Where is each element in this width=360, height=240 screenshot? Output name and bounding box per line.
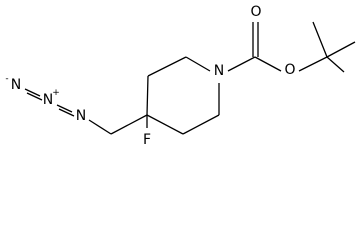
bond-tbutyl-methyl-down xyxy=(326,56,345,73)
ring-bond-c5-c6 xyxy=(182,114,220,135)
azide-double-bond-1a xyxy=(56,104,73,113)
ring-bond-n-c2 xyxy=(185,56,211,72)
azide-n1-negative-charge: - xyxy=(5,74,8,84)
chemical-structure-diagram: O O N F N N N - + xyxy=(5,4,356,148)
azide-double-bond-1b xyxy=(58,108,75,117)
ring-nitrogen-label: N xyxy=(214,63,224,79)
carbonyl-oxygen-label: O xyxy=(250,4,261,20)
bond-ester-oxygen-tbutyl xyxy=(298,56,328,72)
ester-oxygen-label: O xyxy=(284,62,295,78)
azide-double-bond-2b xyxy=(26,92,43,101)
bond-c4-methylene xyxy=(110,114,148,135)
azide-n2-label: N xyxy=(43,92,53,108)
ring-bond-c2-c3 xyxy=(147,56,187,77)
fluorine-label: F xyxy=(143,132,151,148)
ring-bond-c3-c4 xyxy=(146,75,149,116)
azide-n2-positive-charge: + xyxy=(52,88,60,98)
ring-bond-c4-c5 xyxy=(146,114,184,135)
bond-n-carbonyl-carbon xyxy=(227,56,256,72)
azide-n3-label: N xyxy=(76,108,86,124)
bond-tbutyl-methyl-right xyxy=(326,41,356,58)
bond-tbutyl-methyl-up xyxy=(312,21,328,58)
azide-double-bond-2a xyxy=(24,88,41,97)
azide-n1-label: N xyxy=(11,77,21,93)
bond-methylene-azide xyxy=(88,119,112,135)
bond-carbonyl-ester-oxygen xyxy=(254,56,282,72)
